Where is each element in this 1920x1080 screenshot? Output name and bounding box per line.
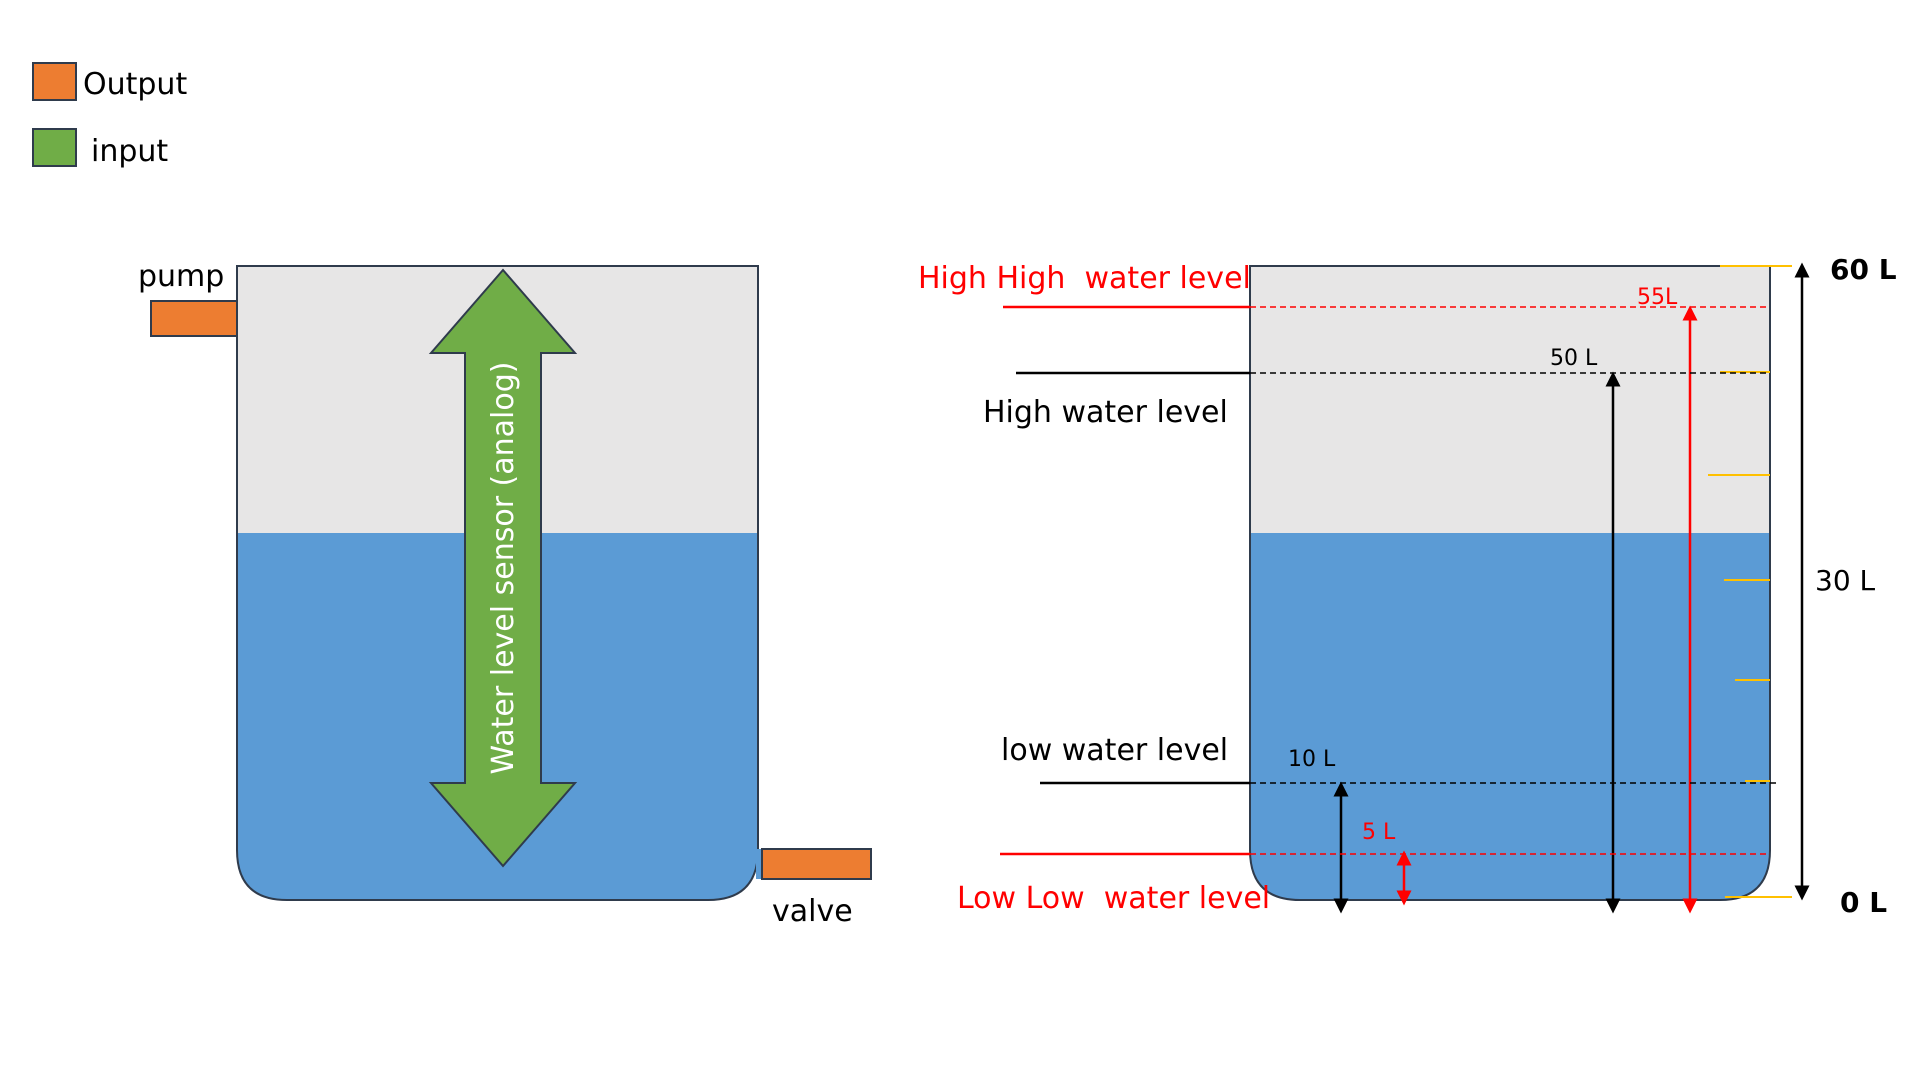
scale-mid-label: 30 L [1815, 564, 1876, 597]
right-tank: 60 L 30 L 0 L High High water level 55L … [918, 253, 1897, 919]
legend-input-label: input [91, 134, 168, 169]
right-tank-air [1250, 266, 1770, 533]
marker-10-label: 10 L [1288, 747, 1336, 772]
marker-50-label: 50 L [1550, 346, 1598, 371]
valve-outlet [761, 848, 872, 880]
marker-55-label: 55L [1637, 285, 1678, 310]
high-level-label: High water level [983, 395, 1228, 430]
high-high-level-label: High High water level [918, 261, 1251, 296]
valve-connector [756, 849, 762, 879]
left-tank: pump valve Water level sensor (analog) [138, 259, 872, 929]
low-level-label: low water level [1001, 733, 1228, 768]
valve-label: valve [772, 894, 853, 929]
marker-5-label: 5 L [1362, 820, 1396, 845]
low-low-level-label: Low Low water level [957, 881, 1270, 916]
legend-input-swatch [32, 128, 77, 167]
right-tank-water [1250, 533, 1770, 900]
legend: Output input [32, 62, 187, 169]
pump-outlet [150, 300, 238, 337]
scale-ticks [1708, 265, 1792, 898]
scale-bottom-label: 0 L [1840, 886, 1887, 919]
sensor-double-arrow [428, 268, 578, 868]
right-tank-outline [1249, 265, 1771, 901]
scale-top-label: 60 L [1830, 253, 1897, 286]
pump-label: pump [138, 259, 224, 294]
sensor-label: Water level sensor (analog) [486, 362, 521, 775]
legend-output-swatch [32, 62, 77, 101]
legend-output-label: Output [83, 67, 187, 102]
